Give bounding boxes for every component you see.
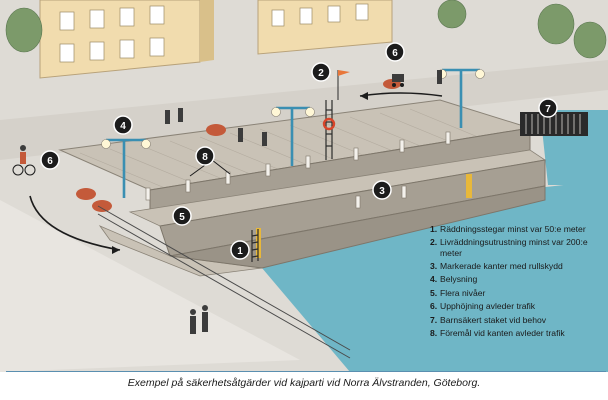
walkway xyxy=(0,200,300,372)
svg-text:7: 7 xyxy=(545,104,551,115)
arrow-head-top xyxy=(360,92,368,100)
callout-3: 3 xyxy=(372,180,392,200)
legend-item-5: 5. Flera nivåer xyxy=(430,288,606,298)
legend: 1. Räddningsstegar minst var 50:e meter … xyxy=(430,224,606,341)
callout-6a: 6 xyxy=(40,150,60,170)
legend-num: 8. xyxy=(430,327,438,338)
child-fence xyxy=(520,112,588,136)
svg-text:6: 6 xyxy=(392,48,398,59)
road xyxy=(0,60,608,160)
stroller xyxy=(392,74,404,87)
people xyxy=(165,70,442,334)
callout-8: 8 xyxy=(189,146,231,177)
legend-text: Belysning xyxy=(440,274,478,285)
callout-2: 2 xyxy=(311,62,331,82)
svg-text:2: 2 xyxy=(318,68,324,79)
legend-item-1: 1. Räddningsstegar minst var 50:e meter xyxy=(430,224,606,234)
lamp-globes xyxy=(101,69,485,149)
flag xyxy=(338,70,350,76)
callout-6b: 6 xyxy=(385,42,405,62)
water xyxy=(262,180,608,372)
frame-line xyxy=(6,371,606,372)
legend-num: 1. xyxy=(430,224,438,234)
rescue-ladders xyxy=(251,100,333,262)
legend-text: Livräddningsutrustning minst var 200:e m… xyxy=(440,237,588,258)
bollards xyxy=(145,131,451,209)
legend-text: Föremål vid kanten avleder trafik xyxy=(440,327,565,338)
trees xyxy=(5,0,607,59)
railing xyxy=(97,205,351,359)
svg-text:4: 4 xyxy=(120,121,126,132)
callout-7: 7 xyxy=(538,98,558,118)
quay-illustration: 1 2 3 4 5 6 6 7 xyxy=(0,0,608,372)
legend-item-8: 8. Föremål vid kanten avleder trafik xyxy=(430,328,606,338)
svg-text:3: 3 xyxy=(379,186,385,197)
legend-num: 6. xyxy=(430,301,438,312)
caption: Exempel på säkerhetsåtgärder vid kajpart… xyxy=(127,377,481,389)
legend-item-4: 4. Belysning xyxy=(430,274,606,284)
callout-1: 1 xyxy=(230,240,250,260)
svg-text:1: 1 xyxy=(237,246,243,257)
legend-item-2: 2. Livräddningsutrustning minst var 200:… xyxy=(430,237,606,257)
lamps xyxy=(106,68,480,198)
callouts: 1 2 3 4 5 6 6 7 xyxy=(40,42,558,260)
legend-num: 3. xyxy=(430,260,438,271)
buildings xyxy=(39,0,393,79)
lower-deck xyxy=(98,225,263,277)
legend-num: 4. xyxy=(430,274,438,285)
svg-text:6: 6 xyxy=(47,156,53,167)
legend-text: Räddningsstegar minst var 50:e meter xyxy=(440,224,586,234)
svg-text:5: 5 xyxy=(179,212,185,223)
legend-item-7: 7. Barnsäkert staket vid behov xyxy=(430,315,606,325)
cyclist xyxy=(12,145,36,176)
legend-text: Upphöjning avleder trafik xyxy=(440,301,536,312)
svg-text:8: 8 xyxy=(202,152,208,163)
legend-text: Barnsäkert staket vid behov xyxy=(440,314,547,325)
legend-num: 2. xyxy=(430,237,438,248)
arrow-head-left xyxy=(112,246,120,254)
legend-text: Flera nivåer xyxy=(440,287,486,298)
legend-item-6: 6. Upphöjning avleder trafik xyxy=(430,301,606,311)
legend-num: 5. xyxy=(430,287,438,298)
arrows xyxy=(29,92,443,251)
callout-4: 4 xyxy=(113,115,133,135)
legend-num: 7. xyxy=(430,314,438,325)
lifebuoy xyxy=(322,117,336,131)
legend-item-3: 3. Markerade kanter med rullskydd xyxy=(430,261,606,271)
legend-text: Markerade kanter med rullskydd xyxy=(440,260,563,271)
lower-wall xyxy=(169,185,546,269)
callout-5: 5 xyxy=(172,206,192,226)
